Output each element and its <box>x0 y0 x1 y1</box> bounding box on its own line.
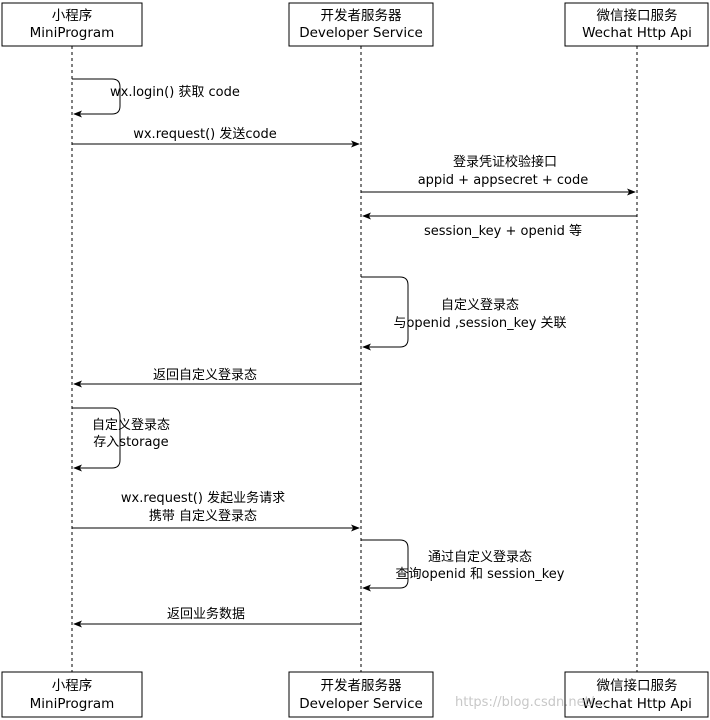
self-loop-arrow-storage <box>72 407 121 472</box>
message-label-storage-line1: 自定义登录态 <box>92 418 170 433</box>
message-label-query-line1: 通过自定义登录态 <box>428 550 532 565</box>
message-label-login: wx.login() 获取 code <box>110 85 240 100</box>
message-label-verify-line2: appid + appsecret + code <box>418 173 589 188</box>
participant-name: 开发者服务器 <box>321 678 402 694</box>
watermark-text: https://blog.csdn.net/... <box>455 695 606 710</box>
message-label-business-request-line1: wx.request() 发起业务请求 <box>121 490 285 506</box>
participant-box-developer-bottom: 开发者服务器 Developer Service <box>288 671 434 718</box>
message-label-return-session: session_key + openid 等 <box>424 223 582 239</box>
participant-name: 开发者服务器 <box>321 8 402 24</box>
self-loop-arrow-query <box>361 539 409 592</box>
message-label-send-code: wx.request() 发送code <box>133 126 277 142</box>
participant-subtitle: Developer Service <box>299 25 423 41</box>
participant-name: 小程序 <box>52 8 93 24</box>
participant-subtitle: MiniProgram <box>30 25 115 41</box>
participant-box-developer-top: 开发者服务器 Developer Service <box>288 2 434 47</box>
message-label-return-business-data: 返回业务数据 <box>167 606 245 622</box>
message-label-custom-state-line2: 与openid ,session_key 关联 <box>393 316 566 331</box>
message-label-verify-line1: 登录凭证校验接口 <box>453 154 557 170</box>
self-loop-arrow-login <box>72 78 121 118</box>
message-label-return-custom-state: 返回自定义登录态 <box>153 368 257 383</box>
participant-box-miniprogram-top: 小程序 MiniProgram <box>1 2 143 47</box>
message-label-storage-line2: 存入storage <box>93 435 168 450</box>
participant-box-wechat-top: 微信接口服务 Wechat Http Api <box>564 2 709 47</box>
participant-subtitle: MiniProgram <box>30 696 115 712</box>
participant-name: 小程序 <box>52 678 93 694</box>
participant-subtitle: Wechat Http Api <box>582 25 692 41</box>
participant-name: 微信接口服务 <box>597 7 678 24</box>
message-label-business-request-line2: 携带 自定义登录态 <box>149 508 257 524</box>
participant-box-wechat-bottom: 微信接口服务 Wechat Http Api <box>564 671 709 718</box>
participant-name: 微信接口服务 <box>597 677 678 694</box>
participant-subtitle: Wechat Http Api <box>582 696 692 712</box>
message-label-custom-state-line1: 自定义登录态 <box>441 298 519 313</box>
self-loop-arrow-custom-state <box>361 276 409 351</box>
participant-box-miniprogram-bottom: 小程序 MiniProgram <box>1 671 143 718</box>
message-label-query-line2: 查询openid 和 session_key <box>396 567 565 582</box>
participant-subtitle: Developer Service <box>299 696 423 712</box>
